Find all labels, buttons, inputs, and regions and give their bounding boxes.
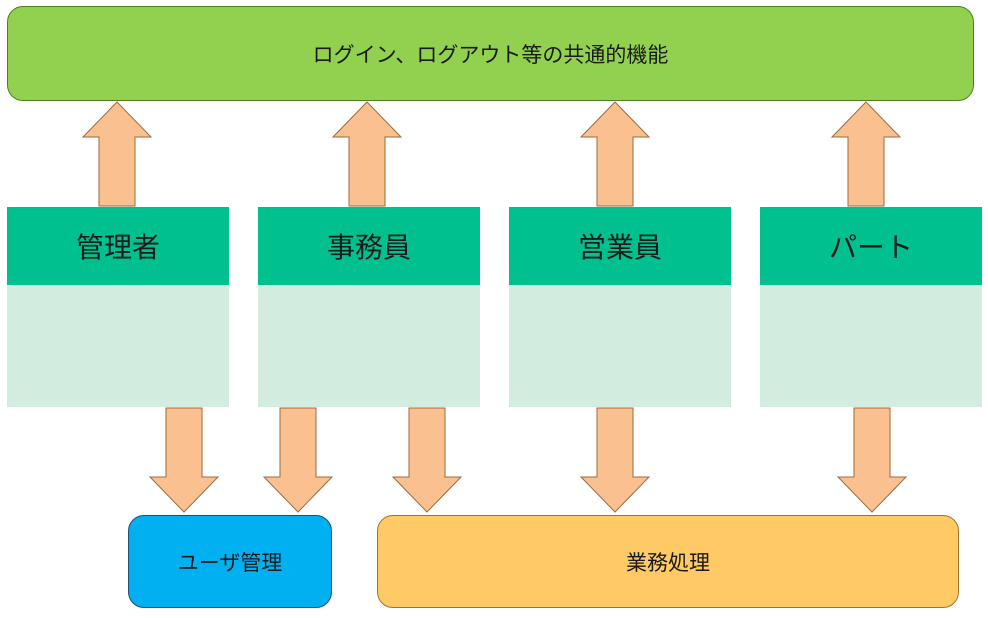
arrow-down-sales-to-business [579,407,651,513]
business-processing-label: 業務処理 [626,550,710,575]
role-part-time-label: パート [828,231,913,264]
role-part-time: パート [760,207,982,407]
role-admin-label: 管理者 [75,231,160,264]
role-admin-header: 管理者 [7,207,229,285]
arrow-up-3 [579,101,651,207]
user-management-label: ユーザ管理 [177,550,283,575]
role-clerk-header: 事務員 [258,207,480,285]
role-sales-label: 営業員 [577,231,662,264]
role-part-time-body [760,285,982,407]
role-sales: 営業員 [509,207,731,407]
role-clerk: 事務員 [258,207,480,407]
common-functions-label: ログイン、ログアウト等の共通的機能 [312,42,669,67]
user-management-box: ユーザ管理 [128,515,332,608]
arrow-down-admin-to-user-management [148,407,220,513]
role-sales-header: 営業員 [509,207,731,285]
business-processing-box: 業務処理 [377,515,959,608]
role-admin-body [7,285,229,407]
role-sales-body [509,285,731,407]
role-clerk-body [258,285,480,407]
arrow-down-clerk-to-business [391,407,463,513]
common-functions-box: ログイン、ログアウト等の共通的機能 [7,6,974,101]
role-clerk-label: 事務員 [326,231,411,264]
arrow-down-part-time-to-business [836,407,908,513]
arrow-up-4 [830,101,902,207]
arrow-up-1 [81,101,153,207]
arrow-down-clerk-to-user-management [262,407,334,513]
arrow-up-2 [331,101,403,207]
role-part-time-header: パート [760,207,982,285]
role-admin: 管理者 [7,207,229,407]
